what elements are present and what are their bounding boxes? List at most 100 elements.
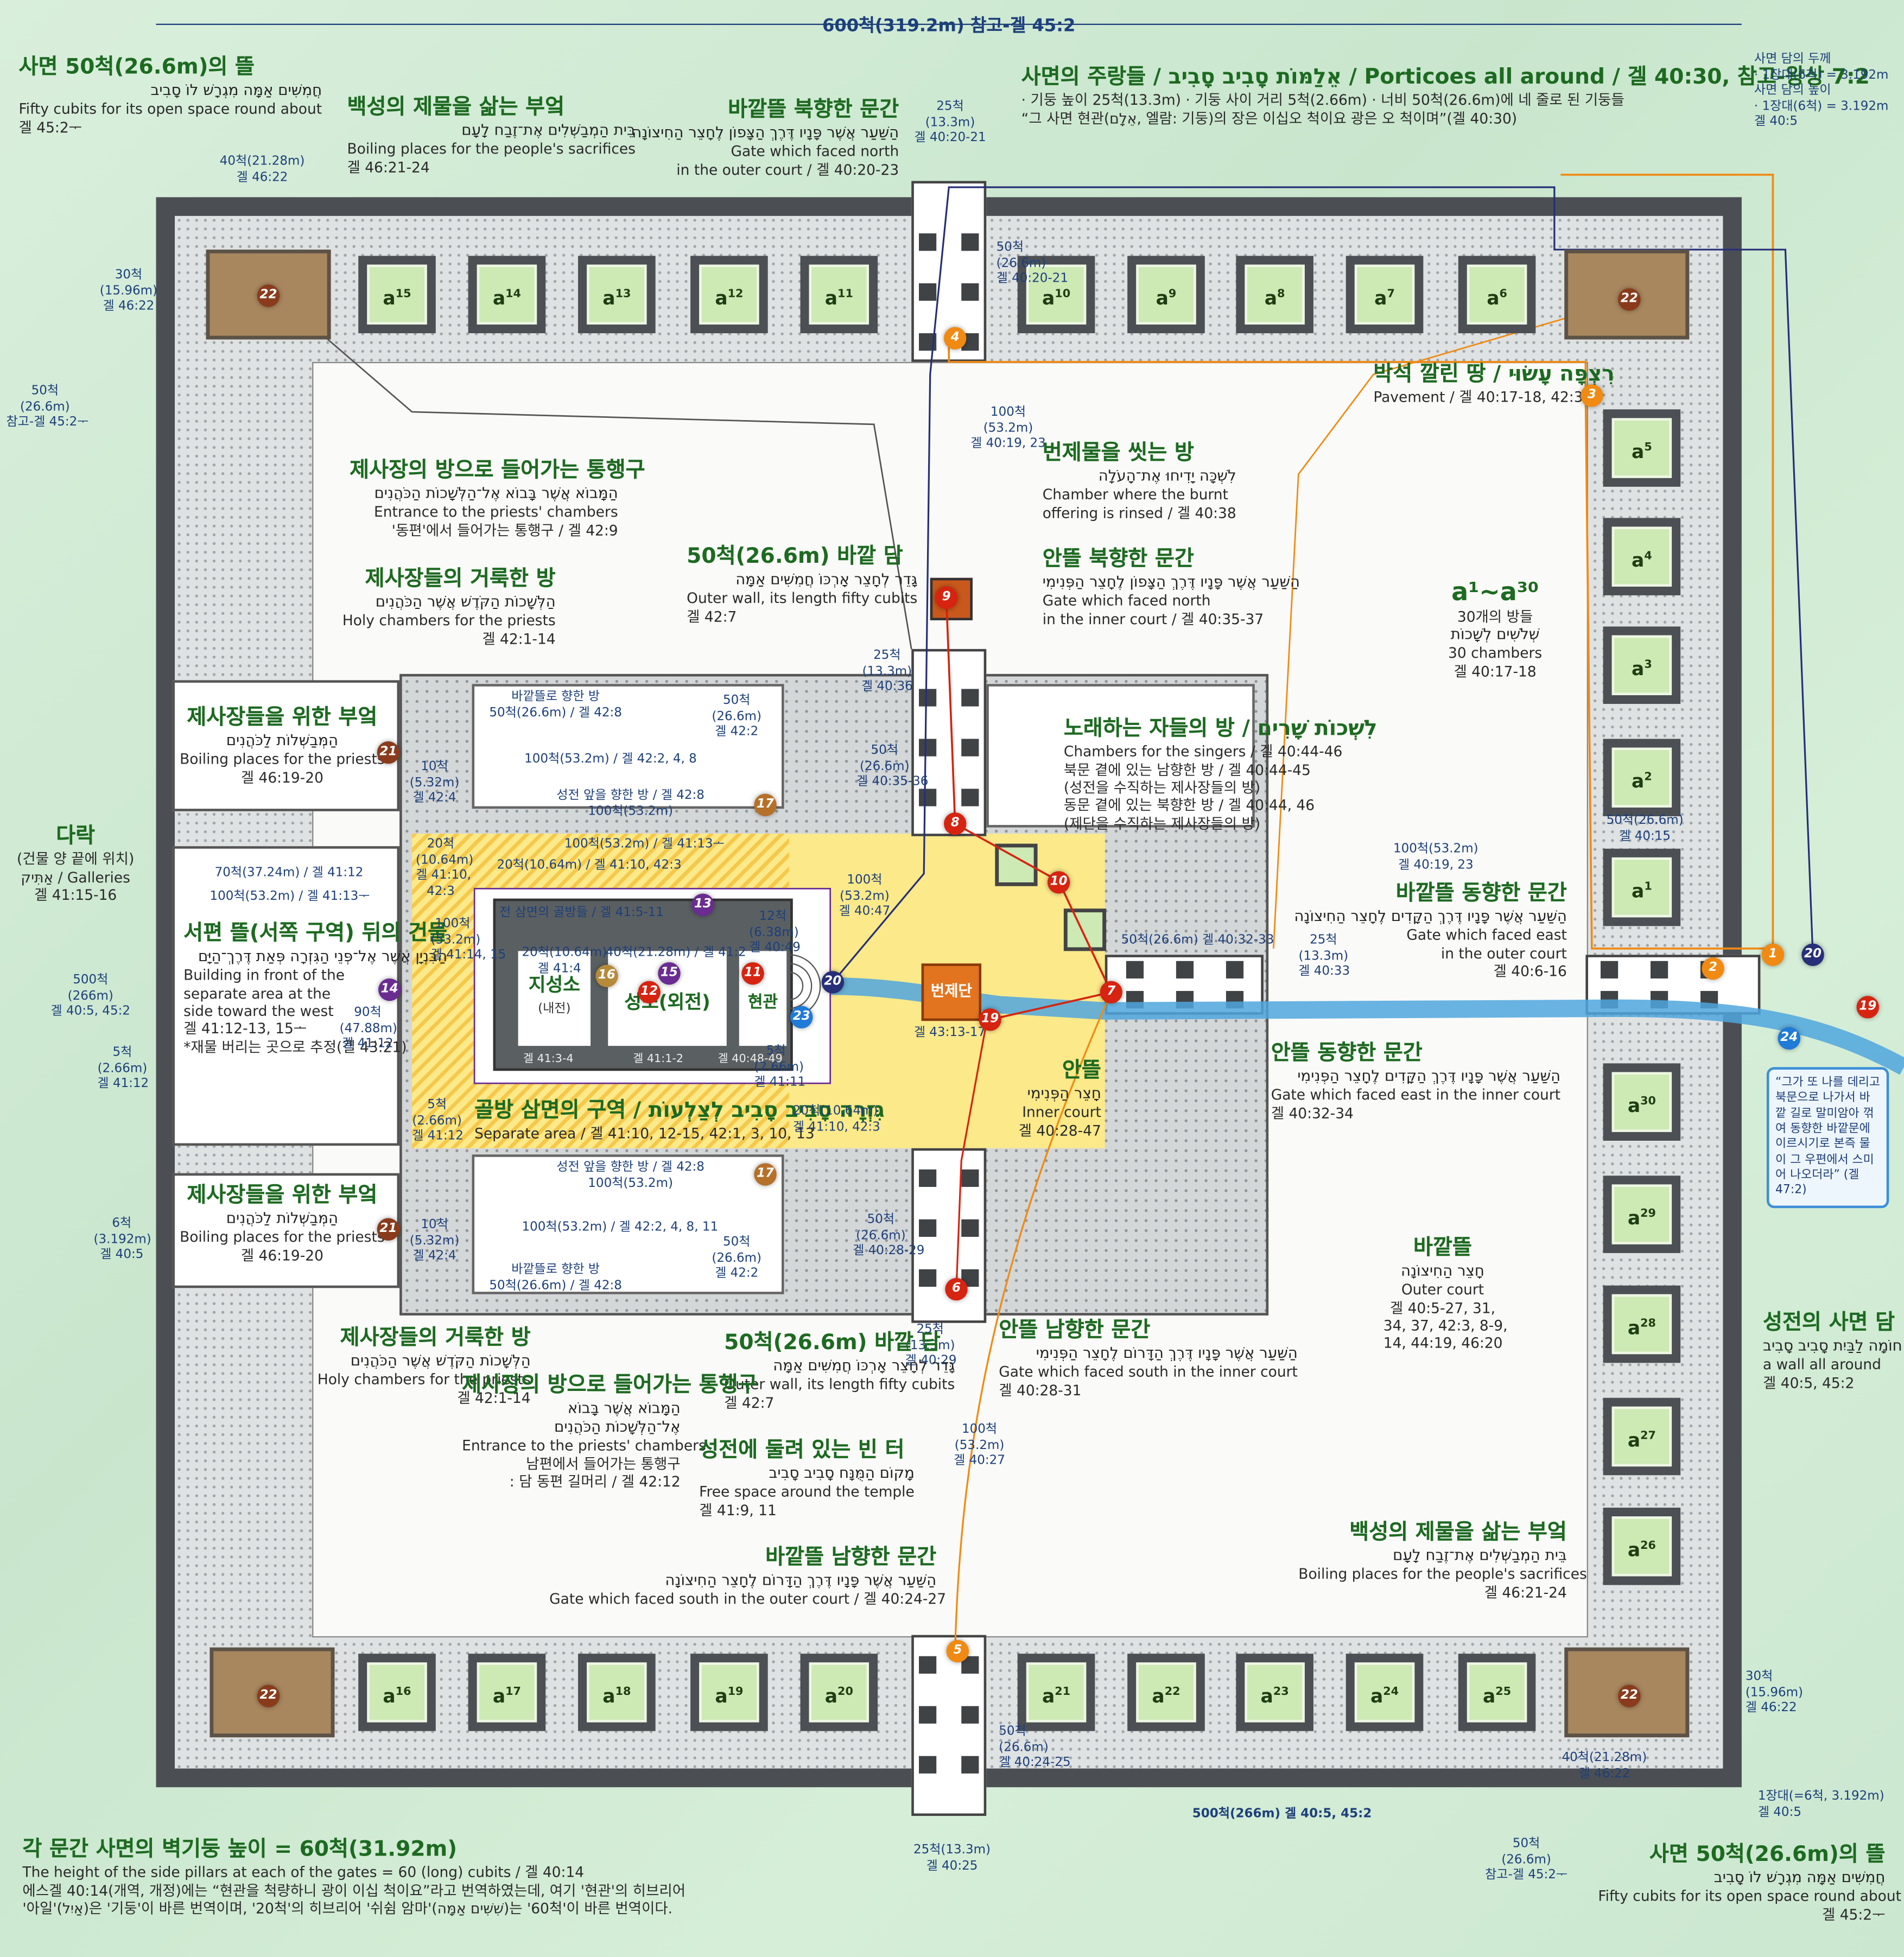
- dim-25-north-gate-line: 겔 40:20-21: [914, 131, 986, 145]
- dim-20-holiest-line: 겔 41:4: [537, 961, 581, 976]
- outer-south-gate-label-title: 바깥뜰 남향한 문간: [765, 1545, 937, 1571]
- dim-100-east-line: 100척(53.2m): [1393, 842, 1478, 856]
- route-orange-south: [954, 992, 1112, 1648]
- dim-20-holiest-line: 20척(10.64m): [522, 946, 607, 960]
- chamber-label: a22: [1136, 1662, 1196, 1723]
- chamber-label: a4: [1611, 526, 1672, 587]
- dim-12: 12척(6.38m)겔 40:49: [749, 910, 801, 956]
- holy-chambers-north-label-hebrew: הַלְּשָׁכוֹת הַקֹּדֶשׁ אֲשֶׁר הַכֹּהֲנִי…: [375, 593, 556, 611]
- dim-50-left-line: 50척: [31, 384, 59, 398]
- chamber-a11: a11: [800, 256, 878, 334]
- chamber-a2: a2: [1603, 739, 1681, 817]
- dim-10-north-line: 겔 42:4: [412, 791, 456, 805]
- west-building-label-hebrew: הַבִּנְיָן אֲשֶׁר אֶל־פְּנֵי הַגִּזְרָה …: [198, 948, 448, 965]
- dim-reed-line: 겔 40:5: [1757, 1805, 1801, 1819]
- chamber-number: 28: [1640, 1318, 1656, 1331]
- route-navy: [832, 186, 1814, 983]
- wall-info-label-line: · 1장대(6척) = 3.192m: [1754, 68, 1889, 82]
- outer-east-gate-label-line: in the outer court: [1440, 944, 1567, 962]
- galleries-label-line: 겔 41:15-16: [34, 886, 117, 904]
- priests-kitchen-north-box: [172, 680, 400, 811]
- chamber-label: a7: [1354, 264, 1415, 325]
- chamber-label: a10: [1026, 264, 1087, 325]
- dim-5-porch-line: 5척: [766, 1044, 786, 1059]
- porticoes-label-line: “그 사면 현관(אֵלָם, 엘람: 기둥)의 장은 이십오 척이요 광은 오…: [1021, 109, 1518, 127]
- dim-25-40-29-line: (13.3m): [905, 1338, 955, 1352]
- outer-wall-north-label-line: 겔 42:7: [687, 607, 737, 625]
- dim-50-40-28-line: 50척: [867, 1213, 895, 1227]
- dim-50-40-15-line: 겔 40:15: [1619, 829, 1671, 843]
- chamber-label: a20: [809, 1662, 870, 1723]
- route-marker-2: 2: [1702, 957, 1724, 980]
- route-marker-15: 15: [658, 962, 681, 985]
- outer-wall-north-label-title: 50척(26.6m) 바깥 담: [687, 544, 903, 569]
- outer-wall-south-label-line: 겔 42:7: [724, 1393, 775, 1412]
- dim-20-left-line: 20척: [427, 837, 455, 852]
- room-outer-court-north-line: 바깥뜰로 향한 방: [511, 690, 600, 704]
- route-marker-10: 10: [1047, 871, 1070, 894]
- chamber-a7: a7: [1346, 256, 1424, 334]
- outer-court-label-title: 바깥뜰: [1413, 1235, 1472, 1261]
- dim-50-40-28-line: (26.6m): [856, 1229, 906, 1243]
- singers-chambers-label-title: 노래하는 자들의 방 / לִשְׁכוֹת שָׁרִים: [1063, 716, 1378, 742]
- room-outer-court-north-line: 50척(26.6m) / 겔 42:8: [489, 706, 622, 720]
- dim-50-40-28-line: 겔 40:28-29: [853, 1244, 925, 1259]
- dim-50-42-2-south: 50척(26.6m)겔 42:2: [712, 1236, 761, 1282]
- holy-place-ref: 겔 41:1-2: [633, 1053, 684, 1066]
- dim-50-40-35-line: 50척: [871, 744, 898, 758]
- chambers-30-label-line: 겔 40:17-18: [1454, 662, 1537, 680]
- open-space-label-br-line: Fifty cubits for its open space round ab…: [1598, 1887, 1901, 1905]
- chamber-number: 11: [837, 288, 853, 301]
- route-marker-23: 23: [790, 1006, 813, 1028]
- dim-50-40-24-line: 50척: [999, 1725, 1026, 1739]
- outer-north-gate-label-hebrew: הַשַּׁעַר אֲשֶׁר פָּנָיו דֶּרֶךְ הַצָּפו…: [632, 124, 899, 142]
- wall-info-label-line: 겔 40:5: [1754, 115, 1798, 129]
- outer-south-gate-label-hebrew: הַשַּׁעַר אֲשֶׁר פָּנָיו דֶּרֶךְ הַדָּרו…: [665, 1571, 937, 1590]
- dim-reed: 1장대(=6척, 3.192m)겔 40:5: [1758, 1790, 1884, 1821]
- inner-court-label-line: 겔 40:28-47: [1018, 1121, 1101, 1139]
- chamber-a3: a3: [1603, 626, 1681, 704]
- dim-30-kitchen-nw-line: 겔 46:22: [103, 299, 155, 314]
- priests-kitchen-south-label-line: 겔 46:19-20: [240, 1246, 323, 1264]
- chamber-a5: a5: [1603, 409, 1681, 487]
- dim-40-kitchen-nw-line: 40척(21.28m): [219, 155, 305, 169]
- dim-100-40-47-line: 겔 40:47: [839, 905, 891, 919]
- dim-10-south-line: 10척: [421, 1218, 448, 1232]
- pillar-height-note-line: '아일'(אַיִל)은 '기둥'이 바른 번역이며, '20척'의 히브리어 …: [22, 1899, 673, 1917]
- chamber-label: a6: [1467, 264, 1527, 325]
- chamber-a19: a19: [690, 1654, 768, 1731]
- corner-kitchen-se: [1564, 1647, 1690, 1738]
- chamber-number: 3: [1644, 659, 1652, 672]
- free-space-label-line: Free space around the temple: [699, 1483, 915, 1501]
- priests-kitchen-north-label-line: Boiling places for the priests: [180, 750, 385, 768]
- open-space-label-br-line: 겔 45:2ᅮ: [1822, 1905, 1886, 1923]
- inner-court-label-hebrew: חָצֵר הַפְּנִימִי: [1027, 1085, 1101, 1103]
- room-outer-court-south-line: 50척(26.6m) / 겔 42:8: [489, 1279, 622, 1293]
- chamber-number: 14: [505, 288, 521, 301]
- chamber-number: 6: [1499, 288, 1507, 301]
- chamber-a29: a29: [1603, 1176, 1681, 1253]
- river-scripture-callout: “그가 또 나를 데리고 북문으로 나가서 바깥 길로 말미암아 꺾여 동향한 …: [1766, 1067, 1889, 1208]
- inner-south-gate-label-line: 겔 40:28-31: [999, 1381, 1082, 1399]
- chamber-label: a26: [1611, 1516, 1672, 1577]
- chamber-number: 29: [1640, 1208, 1656, 1221]
- chamber-number: 1: [1644, 881, 1652, 894]
- dim-5-left-line: (2.66m): [97, 1061, 148, 1076]
- dim-30-kitchen-se: 30척(15.96m)겔 46:22: [1746, 1670, 1803, 1717]
- rinse-chamber-label-line: offering is rinsed / 겔 40:38: [1042, 504, 1236, 522]
- altar: 번제단: [921, 963, 982, 1021]
- dim-25-inner-north-line: 겔 40:36: [861, 680, 913, 694]
- temple-wall-label-line: 겔 40:5, 45:2: [1763, 1374, 1855, 1391]
- dim-50-42-2-north-line: 겔 42:2: [715, 725, 759, 739]
- dim-25-inner-north-line: (13.3m): [862, 664, 912, 678]
- dim-20-top-line: 20척(10.64m) / 겔 41:10, 42:3: [497, 859, 682, 873]
- chamber-a18: a18: [578, 1654, 656, 1731]
